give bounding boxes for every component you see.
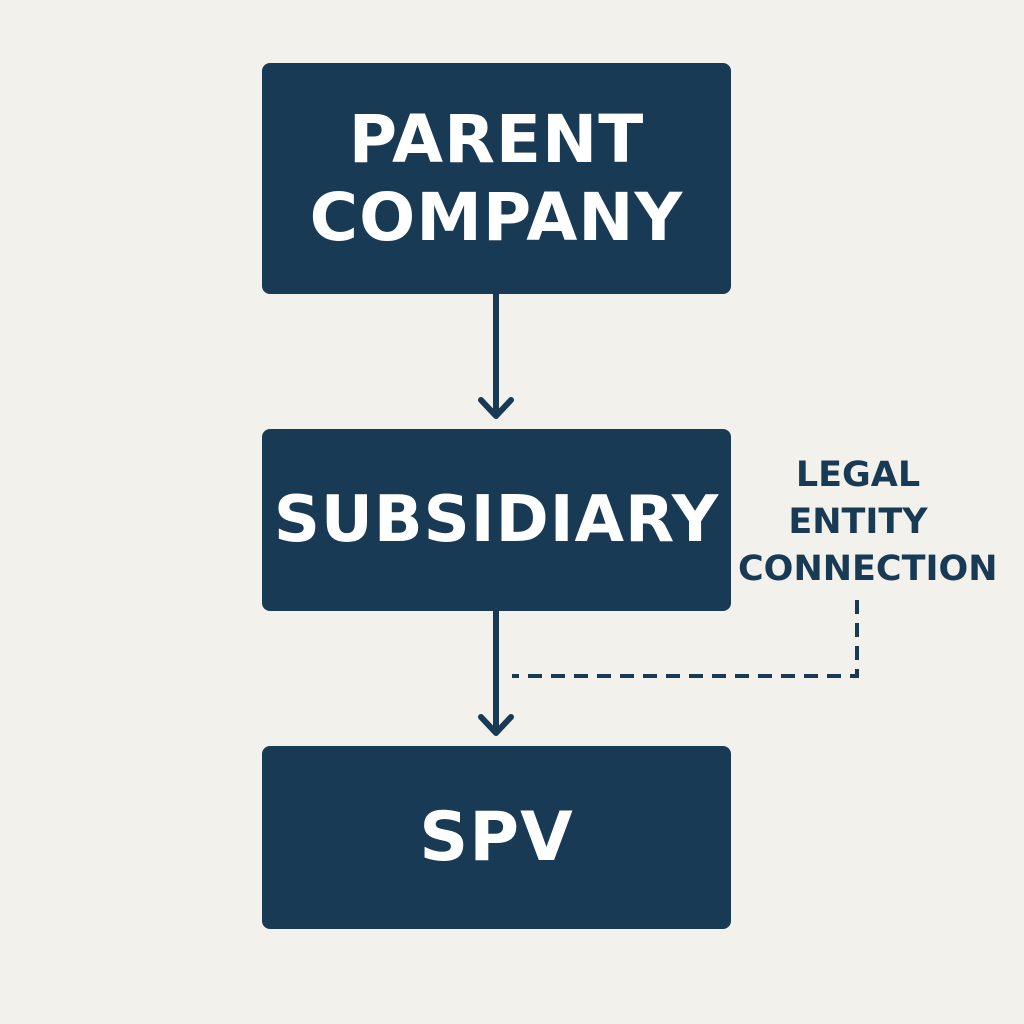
annotation-line1: LEGAL (795, 455, 921, 495)
spv-node: SPV (262, 746, 731, 929)
annotation-line2: ENTITY (788, 502, 928, 542)
arrow-parent-to-subsidiary-head (478, 397, 514, 419)
legal-entity-dashed-connector (512, 600, 859, 678)
subsidiary-label: SUBSIDIARY (273, 483, 720, 557)
subsidiary-node: SUBSIDIARY (262, 429, 731, 611)
arrow-subsidiary-to-spv-head (478, 714, 514, 736)
parent-company-label-line1: PARENT (348, 100, 645, 178)
parent-company-node: PARENT COMPANY (262, 63, 731, 294)
annotation-line3: CONNECTION (738, 549, 998, 589)
parent-company-label-line2: COMPANY (309, 178, 684, 256)
spv-label: SPV (419, 797, 574, 877)
legal-entity-connection-annotation: LEGAL ENTITY CONNECTION (738, 452, 998, 593)
